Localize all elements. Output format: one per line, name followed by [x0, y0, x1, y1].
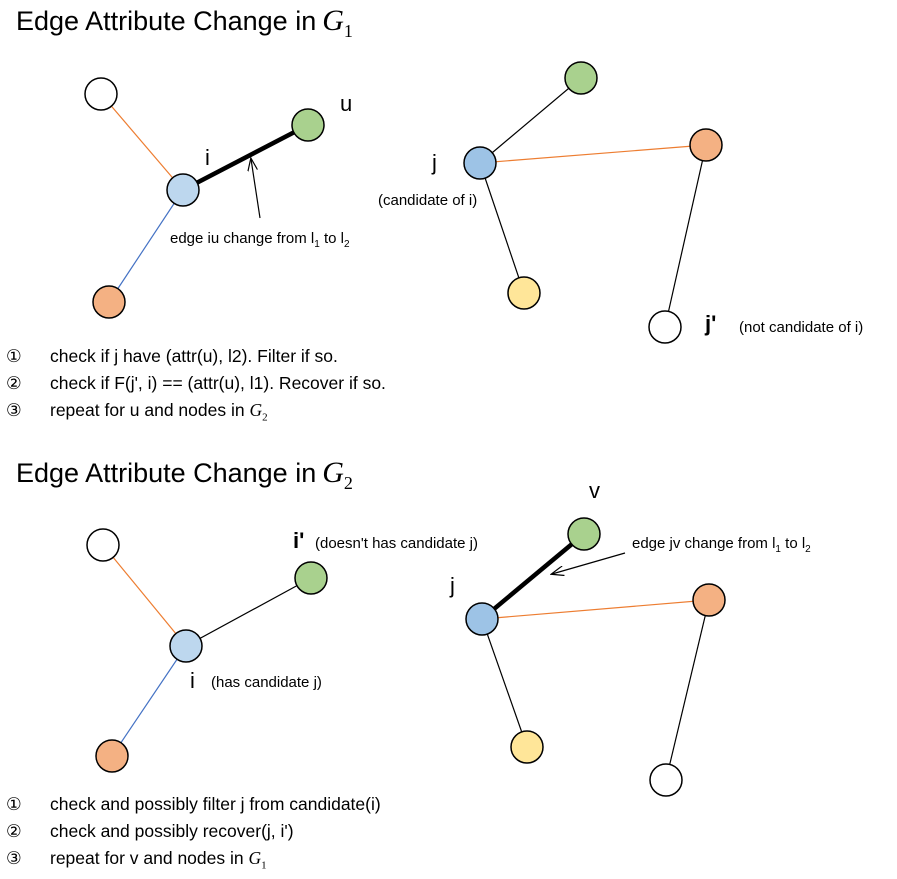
section1-title-text: Edge Attribute Change in [16, 6, 317, 36]
label-iprime: i' [293, 528, 305, 553]
has-candidate-note: (has candidate j) [211, 674, 322, 691]
label-v: v [589, 478, 600, 503]
node2-iprime [294, 561, 328, 595]
node-top-white [84, 77, 118, 111]
candidate-of-i-note: (candidate of i) [378, 192, 478, 209]
edge-orange-jprime [664, 144, 707, 328]
arrow-edge-iu [251, 159, 261, 219]
section1-title-graph: G1 [322, 4, 353, 41]
node2-orange-right [692, 583, 726, 617]
edge2-orange-white [665, 599, 710, 781]
edge-iu-note: edge iu change from l1 to l2 [170, 230, 350, 250]
node2-v [567, 517, 601, 551]
edge2-j-orange [481, 599, 710, 620]
node-u [291, 108, 325, 142]
edge-iu-bold [181, 123, 310, 192]
label-i: i [205, 145, 210, 170]
not-candidate-of-i-note: (not candidate of i) [739, 319, 864, 336]
label-jprime: j' [705, 311, 717, 336]
node-j [463, 146, 497, 180]
edge-j-yellow [479, 162, 525, 294]
doesnt-has-candidate-note: (doesn't has candidate j) [315, 535, 478, 552]
edge-j-green [479, 77, 582, 164]
node2-top-white [86, 528, 120, 562]
edge2-j-yellow [481, 618, 528, 748]
node2-i [169, 629, 203, 663]
node2-j [465, 602, 499, 636]
edge-i-bottom [108, 189, 184, 303]
edge-jv-note: edge jv change from l1 to l2 [632, 535, 811, 555]
section2-title-graph: G2 [322, 456, 353, 493]
node-yellow [507, 276, 541, 310]
label-u: u [340, 91, 353, 116]
node-jprime [648, 310, 682, 344]
node2-yellow [510, 730, 544, 764]
node2-bottom-orange [95, 739, 129, 773]
edge-j-orange [479, 144, 707, 164]
edge-i-top [100, 93, 184, 191]
label-j: j [432, 150, 437, 175]
node-green-top [564, 61, 598, 95]
edge2-jv-bold [480, 532, 586, 621]
edge2-i-iprime [185, 577, 312, 647]
node-i [166, 173, 200, 207]
arrow-edge-jv [552, 552, 626, 574]
edge2-i-bottom [111, 645, 187, 757]
node2-white-bottom [649, 763, 683, 797]
edge2-i-top [102, 544, 187, 647]
label2-i: i [190, 668, 195, 693]
node-bottom-orange [92, 285, 126, 319]
node-orange-right [689, 128, 723, 162]
label2-j: j [450, 573, 455, 598]
section2-title-text: Edge Attribute Change in [16, 458, 317, 488]
